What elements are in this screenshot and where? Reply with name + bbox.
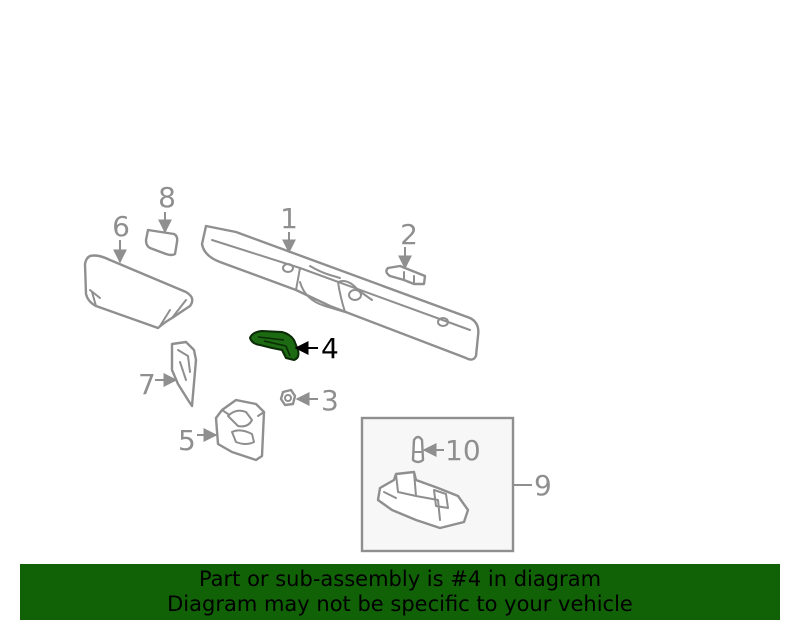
- callout-4-label: 4: [321, 332, 339, 365]
- part-10-bulb[interactable]: [411, 435, 425, 464]
- banner-line-2: Diagram may not be specific to your vehi…: [167, 592, 633, 616]
- callout-7[interactable]: 7: [138, 368, 178, 401]
- part-8-pad[interactable]: [144, 228, 179, 257]
- part-7-holder[interactable]: [170, 340, 198, 408]
- part-3-fastener[interactable]: [279, 388, 297, 407]
- callout-3[interactable]: 3: [295, 384, 339, 417]
- callout-10-label: 10: [445, 434, 481, 467]
- callout-1-label: 1: [280, 202, 298, 235]
- callout-10[interactable]: 10: [422, 434, 481, 467]
- callout-2-label: 2: [400, 218, 418, 251]
- callout-9-label: 9: [534, 469, 552, 502]
- callout-2[interactable]: 2: [398, 218, 418, 270]
- callout-5[interactable]: 5: [178, 424, 218, 457]
- part-4-bracket-highlighted[interactable]: [249, 330, 300, 361]
- callout-3-label: 3: [321, 384, 339, 417]
- callout-5-label: 5: [178, 424, 196, 457]
- callout-1[interactable]: 1: [280, 202, 298, 254]
- callout-6-label: 6: [112, 210, 130, 243]
- inset-box: [360, 416, 515, 553]
- callout-9[interactable]: 9: [514, 469, 552, 502]
- callout-6[interactable]: 6: [112, 210, 130, 264]
- part-5-switch-housing[interactable]: [214, 398, 266, 462]
- callout-7-label: 7: [138, 368, 156, 401]
- part-2-clip[interactable]: [385, 264, 427, 286]
- info-banner: Part or sub-assembly is #4 in diagram Di…: [20, 564, 780, 620]
- part-9-lamp-assembly[interactable]: [376, 470, 470, 530]
- part-1-trim-panel[interactable]: [200, 224, 480, 361]
- part-6-sun-visor[interactable]: [83, 254, 194, 330]
- callout-8[interactable]: 8: [158, 181, 176, 234]
- callout-4[interactable]: 4: [294, 332, 339, 365]
- callout-8-label: 8: [158, 181, 176, 214]
- banner-line-1: Part or sub-assembly is #4 in diagram: [198, 567, 602, 591]
